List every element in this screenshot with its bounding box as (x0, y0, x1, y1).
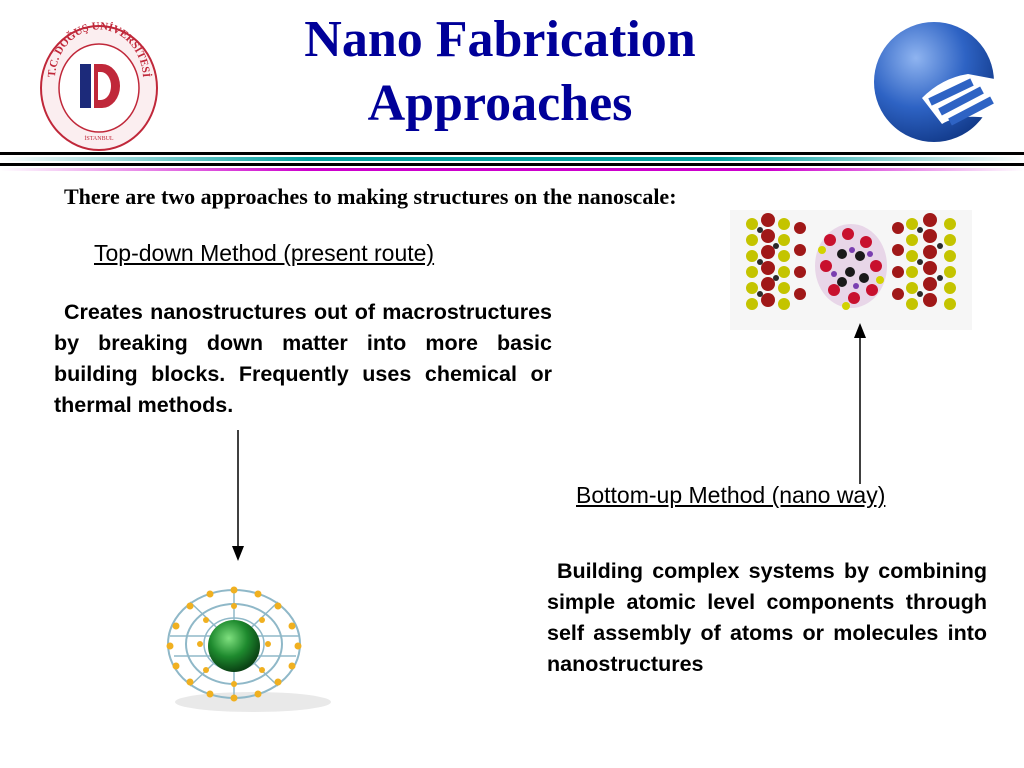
up-arrow-icon (854, 323, 866, 484)
university-seal-logo: T.C. DOĞUŞ ÜNİVERSİTESİ İSTANBUL (40, 22, 158, 151)
bottom-up-heading: Bottom-up Method (nano way) (576, 482, 886, 508)
slide-title: Nano Fabrication Approaches (200, 8, 800, 136)
title-line-1: Nano Fabrication (304, 11, 696, 68)
top-down-description: Creates nanostructures out of macrostruc… (54, 300, 552, 417)
down-arrow-icon (232, 430, 244, 561)
center-cluster (815, 224, 887, 310)
title-line-2: Approaches (367, 75, 633, 132)
globe-logo-icon (874, 22, 1000, 142)
fullerene-cage-image (166, 586, 331, 712)
left-cylinder (746, 213, 806, 310)
intro-text: There are two approaches to making struc… (64, 184, 677, 209)
seal-city: İSTANBUL (84, 135, 114, 142)
bottom-up-description: Building complex systems by combining si… (547, 559, 987, 676)
header-divider (0, 152, 1024, 171)
right-cylinder (892, 213, 956, 310)
top-down-heading: Top-down Method (present route) (94, 240, 435, 266)
molecular-nanotube-image (730, 210, 972, 330)
